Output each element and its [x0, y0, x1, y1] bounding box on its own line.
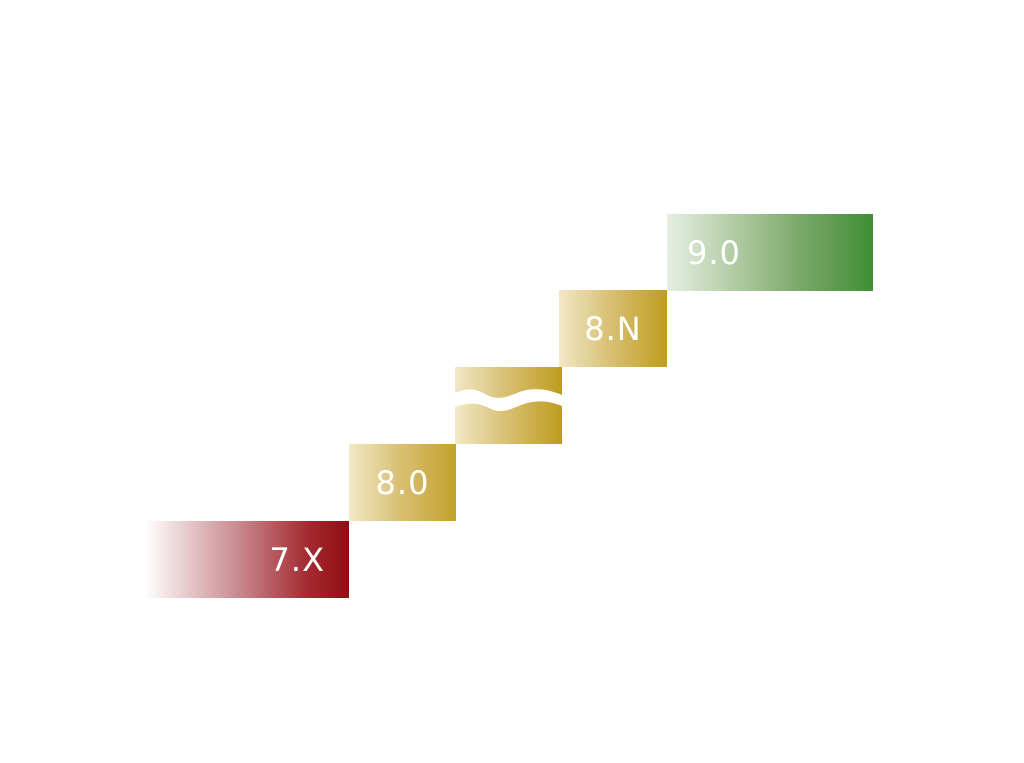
- step-gap-break: [455, 367, 562, 444]
- step-7x: 7.X: [145, 521, 349, 598]
- step-8-n-label: 8.N: [584, 309, 642, 348]
- break-mark-icon: [455, 389, 562, 412]
- step-9-0-label: 9.0: [687, 233, 741, 272]
- step-8-0: 8.0: [349, 444, 456, 521]
- step-7x-label: 7.X: [269, 540, 325, 579]
- step-9-0: 9.0: [667, 214, 873, 291]
- step-8-0-label: 8.0: [375, 463, 430, 502]
- step-8-n: 8.N: [559, 290, 667, 367]
